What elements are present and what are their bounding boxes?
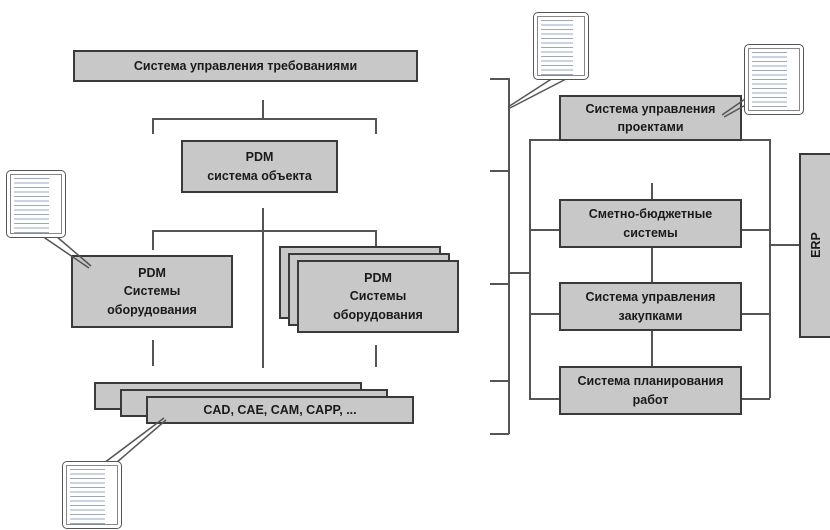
connector — [262, 230, 264, 368]
pdm-object-label-1: PDM — [245, 150, 274, 165]
connector — [769, 244, 799, 246]
document-thumbnail-icon — [6, 170, 66, 238]
connector — [742, 313, 770, 315]
requirements-system-box: Система управления требованиями — [73, 50, 418, 82]
connector — [375, 118, 377, 134]
erp-label: ERP — [808, 232, 823, 259]
pdm-equipment-box: PDM Системы оборудования — [71, 255, 233, 328]
project-mgmt-box: Система управления проектами — [559, 95, 742, 141]
connector — [262, 100, 264, 118]
connector — [742, 229, 770, 231]
connector — [490, 433, 509, 435]
connector — [375, 230, 377, 248]
cad-tools-label: CAD, CAE, CAM, CAPP, ... — [203, 402, 357, 417]
connector — [262, 208, 264, 230]
budget-systems-label-2: системы — [623, 225, 678, 240]
erp-box: ERP — [799, 153, 830, 338]
pdm-equipment-stack-label-3: оборудования — [333, 307, 423, 322]
connector — [152, 118, 376, 120]
connector — [769, 139, 771, 398]
pdm-equipment-label-3: оборудования — [107, 302, 197, 317]
connector — [152, 230, 376, 232]
project-mgmt-label-2: проектами — [617, 120, 684, 134]
connector — [529, 398, 559, 400]
document-thumbnail-icon — [744, 44, 804, 115]
connector — [490, 170, 509, 172]
connector — [529, 229, 559, 231]
pdm-equipment-label-2: Системы — [123, 284, 181, 299]
pdm-equipment-stack-label-2: Системы — [349, 289, 407, 304]
connector — [508, 78, 510, 434]
cad-tools-box: CAD, CAE, CAM, CAPP, ... — [146, 396, 414, 424]
connector — [651, 248, 653, 282]
work-planning-box: Система планирования работ — [559, 366, 742, 415]
connector — [375, 345, 377, 367]
budget-systems-label-1: Сметно-бюджетные — [588, 207, 713, 222]
connector — [152, 230, 154, 250]
connector — [529, 313, 559, 315]
document-thumbnail-icon — [62, 461, 122, 529]
procurement-box: Система управления закупками — [559, 282, 742, 331]
connector — [529, 139, 531, 398]
connector — [152, 340, 154, 366]
connector — [742, 398, 770, 400]
requirements-system-label: Система управления требованиями — [133, 58, 358, 73]
work-planning-label-2: работ — [632, 392, 669, 407]
budget-systems-box: Сметно-бюджетные системы — [559, 199, 742, 248]
procurement-label-1: Система управления — [585, 290, 716, 305]
connector — [529, 139, 559, 141]
project-mgmt-label-1: Система управления — [585, 101, 716, 116]
connector — [742, 139, 770, 141]
pdm-object-box: PDM система объекта — [181, 140, 338, 193]
procurement-label-2: закупками — [618, 308, 683, 323]
connector — [651, 183, 653, 199]
pdm-equipment-stack-front: PDM Системы оборудования — [297, 260, 459, 333]
pdm-equipment-label-1: PDM — [138, 266, 166, 281]
pdm-object-label-2: система объекта — [207, 168, 312, 183]
connector — [490, 78, 509, 80]
document-thumbnail-icon — [533, 12, 589, 80]
connector — [651, 331, 653, 366]
connector — [490, 380, 509, 382]
work-planning-label-1: Система планирования — [577, 374, 724, 389]
pdm-equipment-stack-label-1: PDM — [364, 271, 392, 286]
connector — [490, 283, 509, 285]
connector — [152, 118, 154, 134]
connector — [508, 272, 530, 274]
